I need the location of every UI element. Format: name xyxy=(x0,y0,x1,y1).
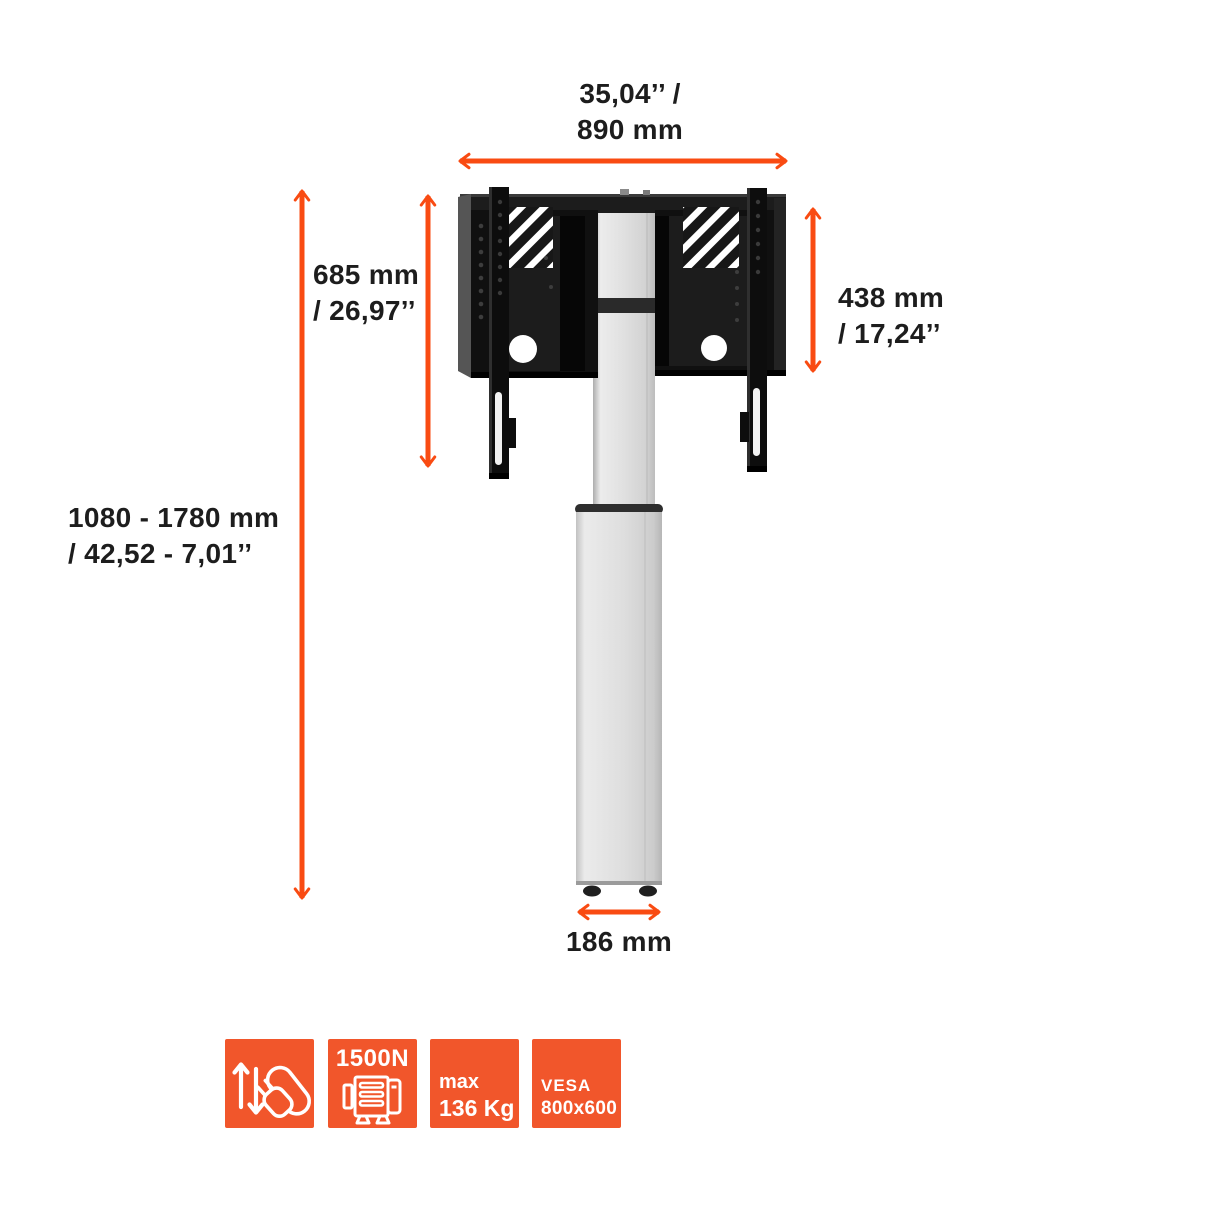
badge-vesa-compatibility: VESA 800x600 xyxy=(532,1039,621,1128)
badge-motor-force: 1500N xyxy=(328,1039,417,1128)
base-foot-right xyxy=(639,885,657,897)
vesa-line2: 800x600 xyxy=(541,1098,618,1120)
power-plug-icon xyxy=(256,1065,312,1119)
label-width-line1: 35,04’’ / xyxy=(579,78,681,109)
height-adjustment-plug-icon xyxy=(232,1062,312,1119)
down-arrow-icon xyxy=(247,1066,265,1115)
label-vesa-height-line2: / 17,24’’ xyxy=(838,318,941,349)
badge-electric-height-adjustment xyxy=(225,1039,314,1128)
outer-column xyxy=(575,504,663,897)
label-vesa-height-line1: 438 mm xyxy=(838,282,945,313)
label-bracket-height-line2: / 26,97’’ xyxy=(313,295,416,326)
label-width-dimension: 35,04’’ / 890 mm xyxy=(455,76,805,148)
vesa-line1: VESA xyxy=(541,1076,592,1095)
cable-hole-right xyxy=(701,335,727,361)
label-base-width-dimension: 186 mm xyxy=(539,924,699,960)
motor-force-label: 1500N xyxy=(335,1045,410,1072)
label-width-line2: 890 mm xyxy=(576,114,684,145)
label-total-height-line1: 1080 - 1780 mm xyxy=(68,502,280,533)
vent-slots-right xyxy=(683,207,739,268)
badge-max-load: max 136 Kg xyxy=(430,1039,519,1128)
label-bracket-height-dimension: 685 mm / 26,97’’ xyxy=(313,257,419,329)
up-arrow-icon xyxy=(232,1062,250,1110)
label-bracket-height-line1: 685 mm xyxy=(313,259,420,290)
label-vesa-height-dimension: 438 mm / 17,24’’ xyxy=(838,280,944,352)
label-total-height-line2: / 42,52 - 7,01’’ xyxy=(68,538,253,569)
label-total-height-dimension: 1080 - 1780 mm / 42,52 - 7,01’’ xyxy=(68,500,279,572)
vesa-rail-right xyxy=(740,188,767,472)
electric-motor-icon xyxy=(342,1075,402,1125)
bracket-left-side-face xyxy=(458,194,471,378)
max-load-line2: 136 Kg xyxy=(439,1095,515,1122)
inner-lift-column xyxy=(593,212,655,512)
label-base-width-value: 186 mm xyxy=(565,926,673,957)
max-load-line1: max xyxy=(439,1071,480,1093)
vesa-rail-left xyxy=(489,187,516,479)
base-foot-left xyxy=(583,885,601,897)
cable-hole-left xyxy=(509,335,537,363)
